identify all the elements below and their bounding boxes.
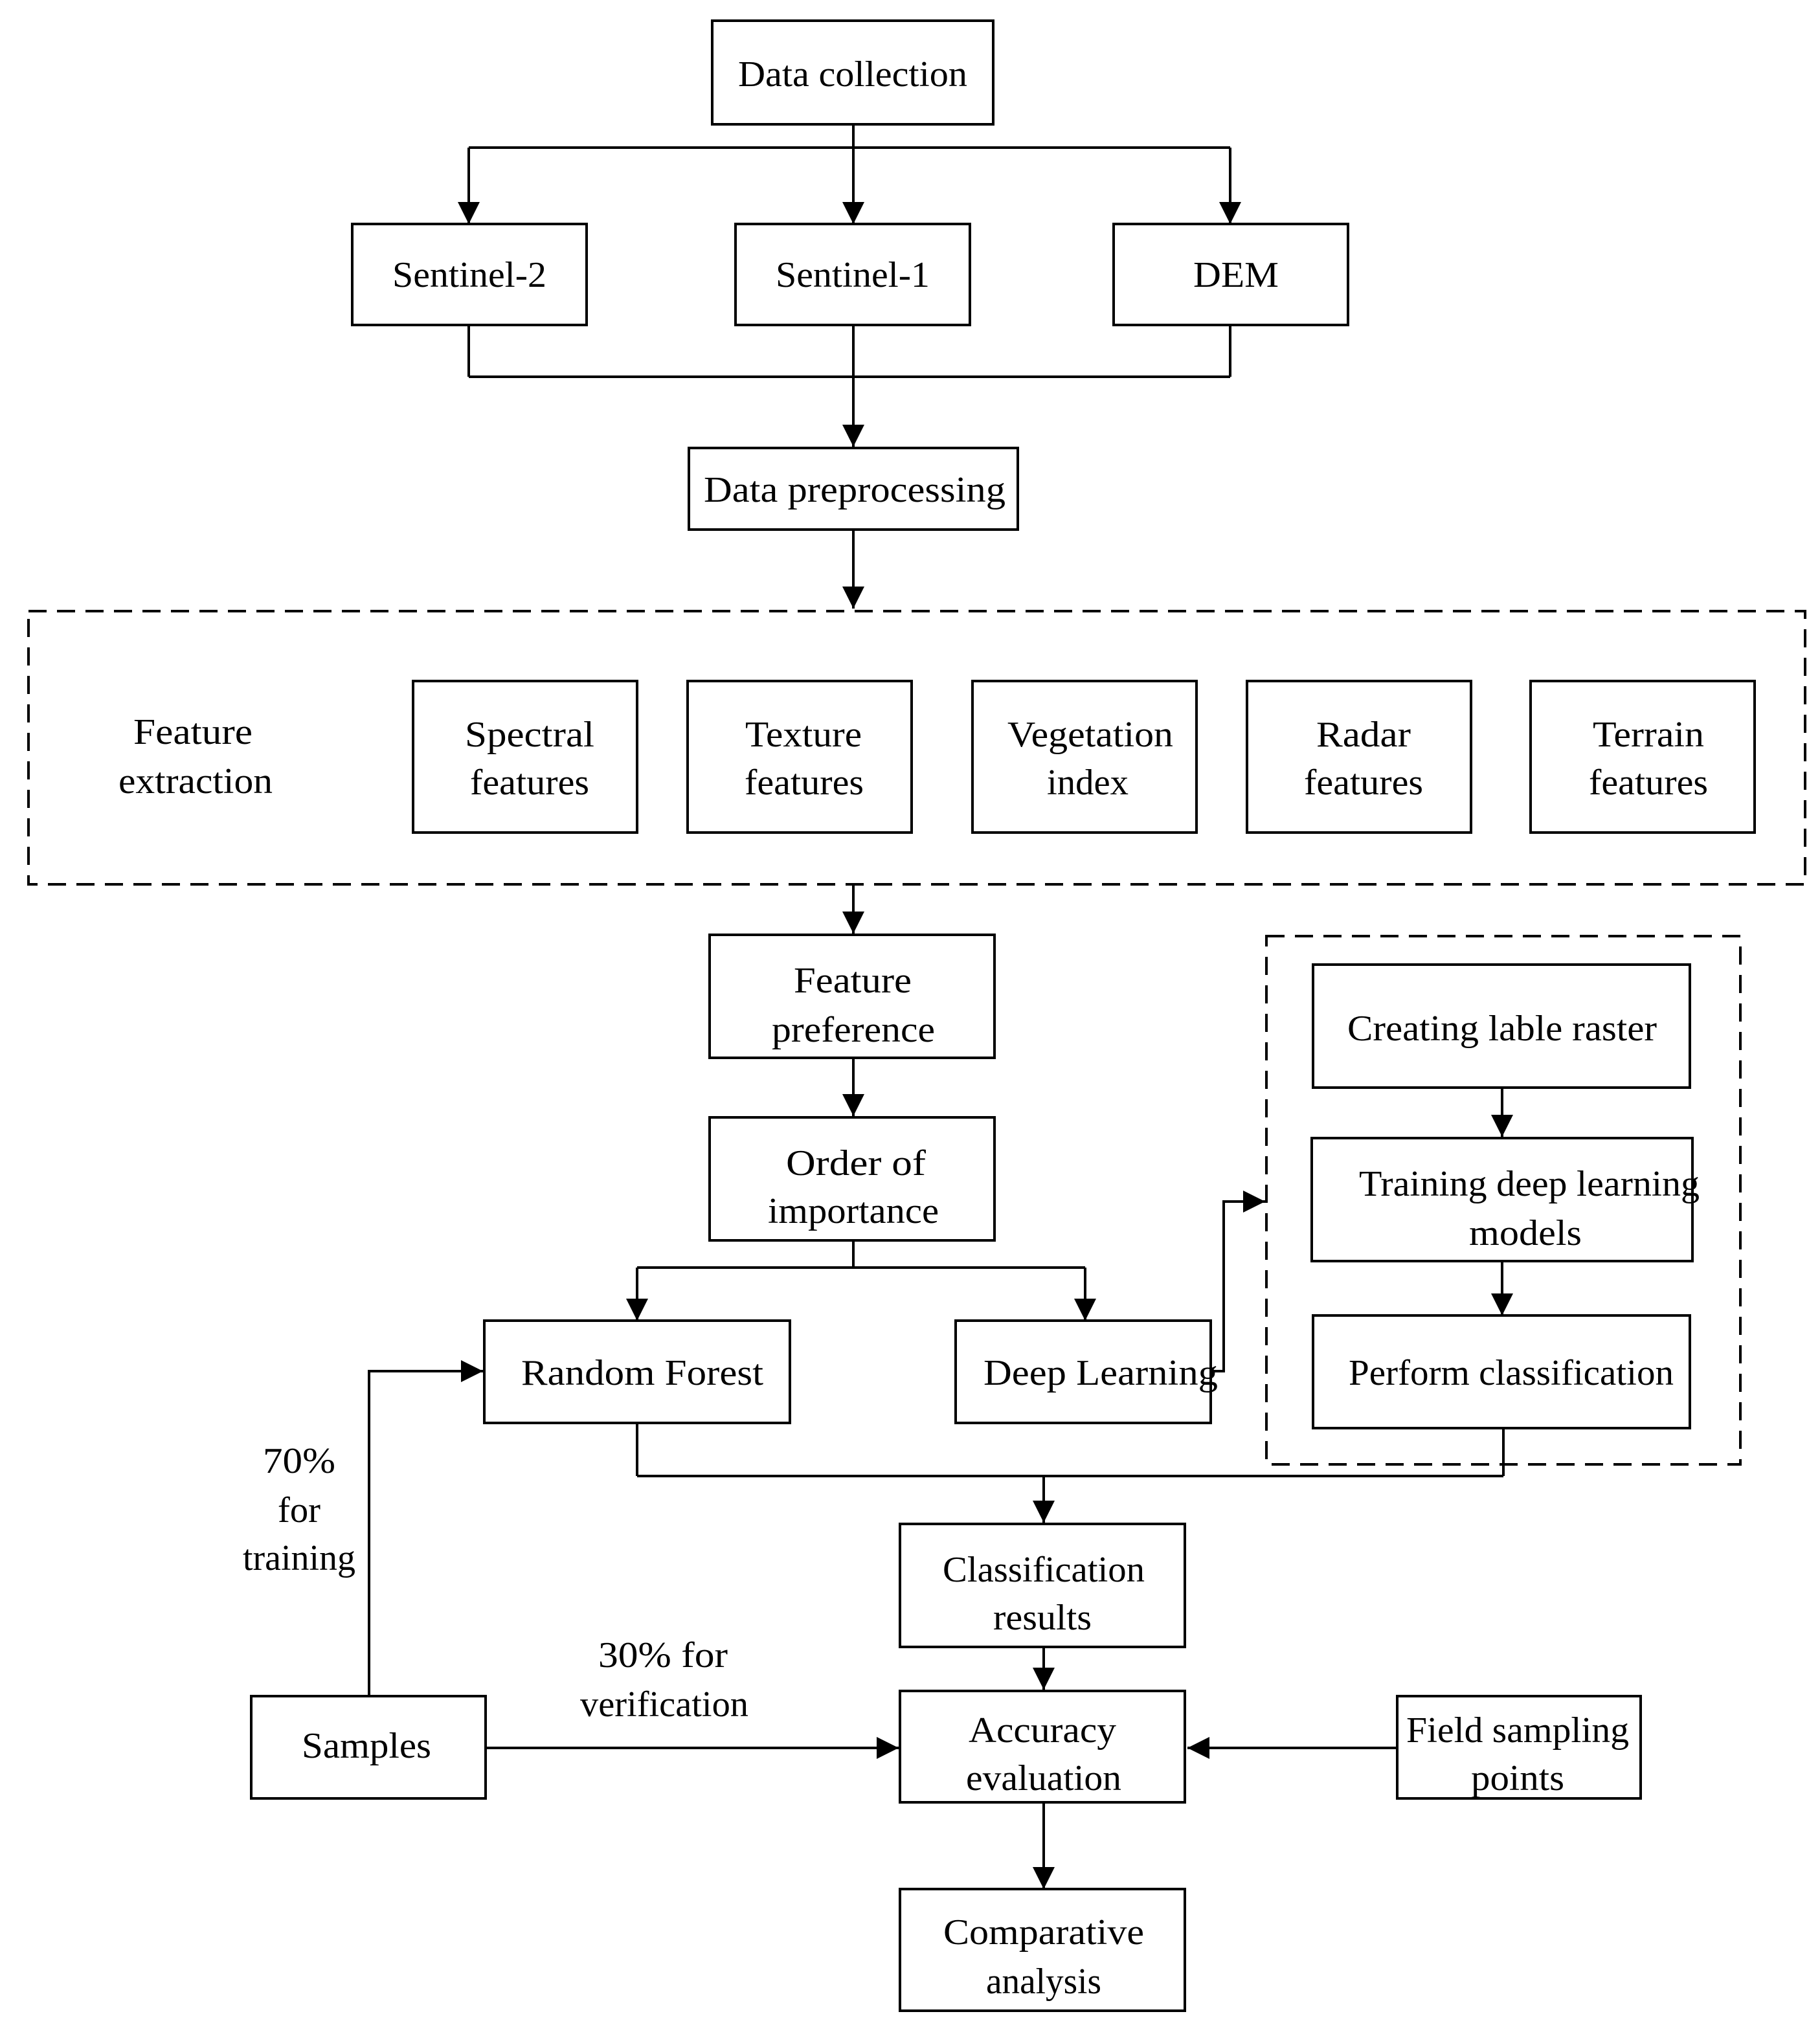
terrain-features-label-line-1: Terrain [1593, 715, 1704, 755]
edge-samples-to-rf [368, 1360, 483, 1696]
training-models-box: Training deep learning models [1310, 1137, 1700, 1262]
edge-dl-to-group [1211, 1191, 1265, 1372]
data-preprocessing-box: Data preprocessing [688, 447, 1019, 531]
texture-features-box: Texture features [686, 680, 913, 834]
spectral-features-box: Spectral features [412, 680, 638, 834]
perform-classification-box: Perform classification [1312, 1314, 1691, 1429]
training-split-label-line-2: for [278, 1490, 320, 1530]
data-collection-label: Data collection [738, 54, 967, 95]
sentinel-1-label: Sentinel-1 [776, 255, 930, 295]
order-of-importance-box: Order of importance [708, 1116, 996, 1242]
training-split-label-line-3: training [243, 1538, 355, 1578]
creating-label-raster-box: Creating lable raster [1312, 963, 1691, 1089]
verification-split-label-line-1: 30% for [598, 1635, 728, 1675]
feature-preference-box: Feature preference [708, 934, 996, 1059]
sentinel-2-label: Sentinel-2 [392, 255, 546, 295]
texture-features-label-line-1: Texture [745, 715, 862, 755]
terrain-features-label-line-2: features [1589, 763, 1708, 803]
dem-box: DEM [1112, 223, 1349, 326]
vegetation-index-box: Vegetation index [971, 680, 1198, 834]
samples-label: Samples [302, 1726, 431, 1766]
accuracy-evaluation-label-line-1: Accuracy [969, 1710, 1116, 1751]
random-forest-label: Random Forest [521, 1353, 763, 1393]
classification-results-label-line-2: results [993, 1598, 1092, 1638]
perform-classification-label: Perform classification [1349, 1353, 1674, 1393]
edges [368, 124, 1513, 1889]
feature-preference-label-line-1: Feature [794, 961, 912, 1001]
comparative-analysis-label-line-1: Comparative [943, 1912, 1144, 1952]
deep-learning-box: Deep Learning [954, 1319, 1218, 1424]
verification-split-label-line-2: verification [580, 1684, 748, 1725]
radar-features-label-line-2: features [1304, 763, 1423, 803]
terrain-features-box: Terrain features [1529, 680, 1756, 834]
deep-learning-label: Deep Learning [983, 1353, 1218, 1393]
classification-results-box: Classification results [899, 1523, 1186, 1648]
sentinel-1-box: Sentinel-1 [734, 223, 971, 326]
training-split-label-line-1: 70% [263, 1441, 335, 1481]
sentinel-2-box: Sentinel-2 [351, 223, 588, 326]
training-models-label-line-1: Training deep learning [1359, 1164, 1700, 1204]
data-preprocessing-label: Data preprocessing [704, 470, 1005, 510]
vegetation-index-label-line-1: Vegetation [1007, 715, 1173, 755]
order-of-importance-label-line-1: Order of [786, 1143, 926, 1183]
order-of-importance-label-line-2: importance [768, 1191, 939, 1231]
data-collection-box: Data collection [711, 19, 994, 126]
spectral-features-label-line-2: features [470, 763, 589, 803]
feature-preference-label-line-2: preference [772, 1010, 935, 1050]
texture-features-label-line-2: features [745, 763, 864, 803]
random-forest-box: Random Forest [483, 1319, 791, 1424]
field-sampling-points-label-line-1: Field sampling [1406, 1710, 1629, 1751]
feature-extraction-label-line-1: Feature [133, 712, 253, 752]
field-sampling-points-label-line-2: points [1471, 1758, 1564, 1798]
comparative-analysis-box: Comparative analysis [899, 1888, 1186, 2012]
accuracy-evaluation-label-line-2: evaluation [966, 1758, 1121, 1798]
training-models-label-line-2: models [1469, 1213, 1582, 1253]
comparative-analysis-label-line-2: analysis [986, 1962, 1101, 2002]
dem-label: DEM [1193, 255, 1279, 295]
radar-features-box: Radar features [1246, 680, 1472, 834]
classification-results-label-line-1: Classification [943, 1550, 1145, 1590]
spectral-features-label-line-1: Spectral [465, 715, 594, 755]
feature-extraction-group [27, 610, 1806, 886]
field-sampling-points-box: Field sampling points [1396, 1695, 1642, 1800]
samples-box: Samples [250, 1695, 487, 1800]
feature-extraction-label-line-2: extraction [118, 761, 273, 801]
radar-features-label-line-1: Radar [1316, 715, 1411, 755]
accuracy-evaluation-box: Accuracy evaluation [899, 1690, 1186, 1804]
creating-label-raster-label: Creating lable raster [1347, 1009, 1657, 1049]
vegetation-index-label-line-2: index [1047, 763, 1129, 803]
